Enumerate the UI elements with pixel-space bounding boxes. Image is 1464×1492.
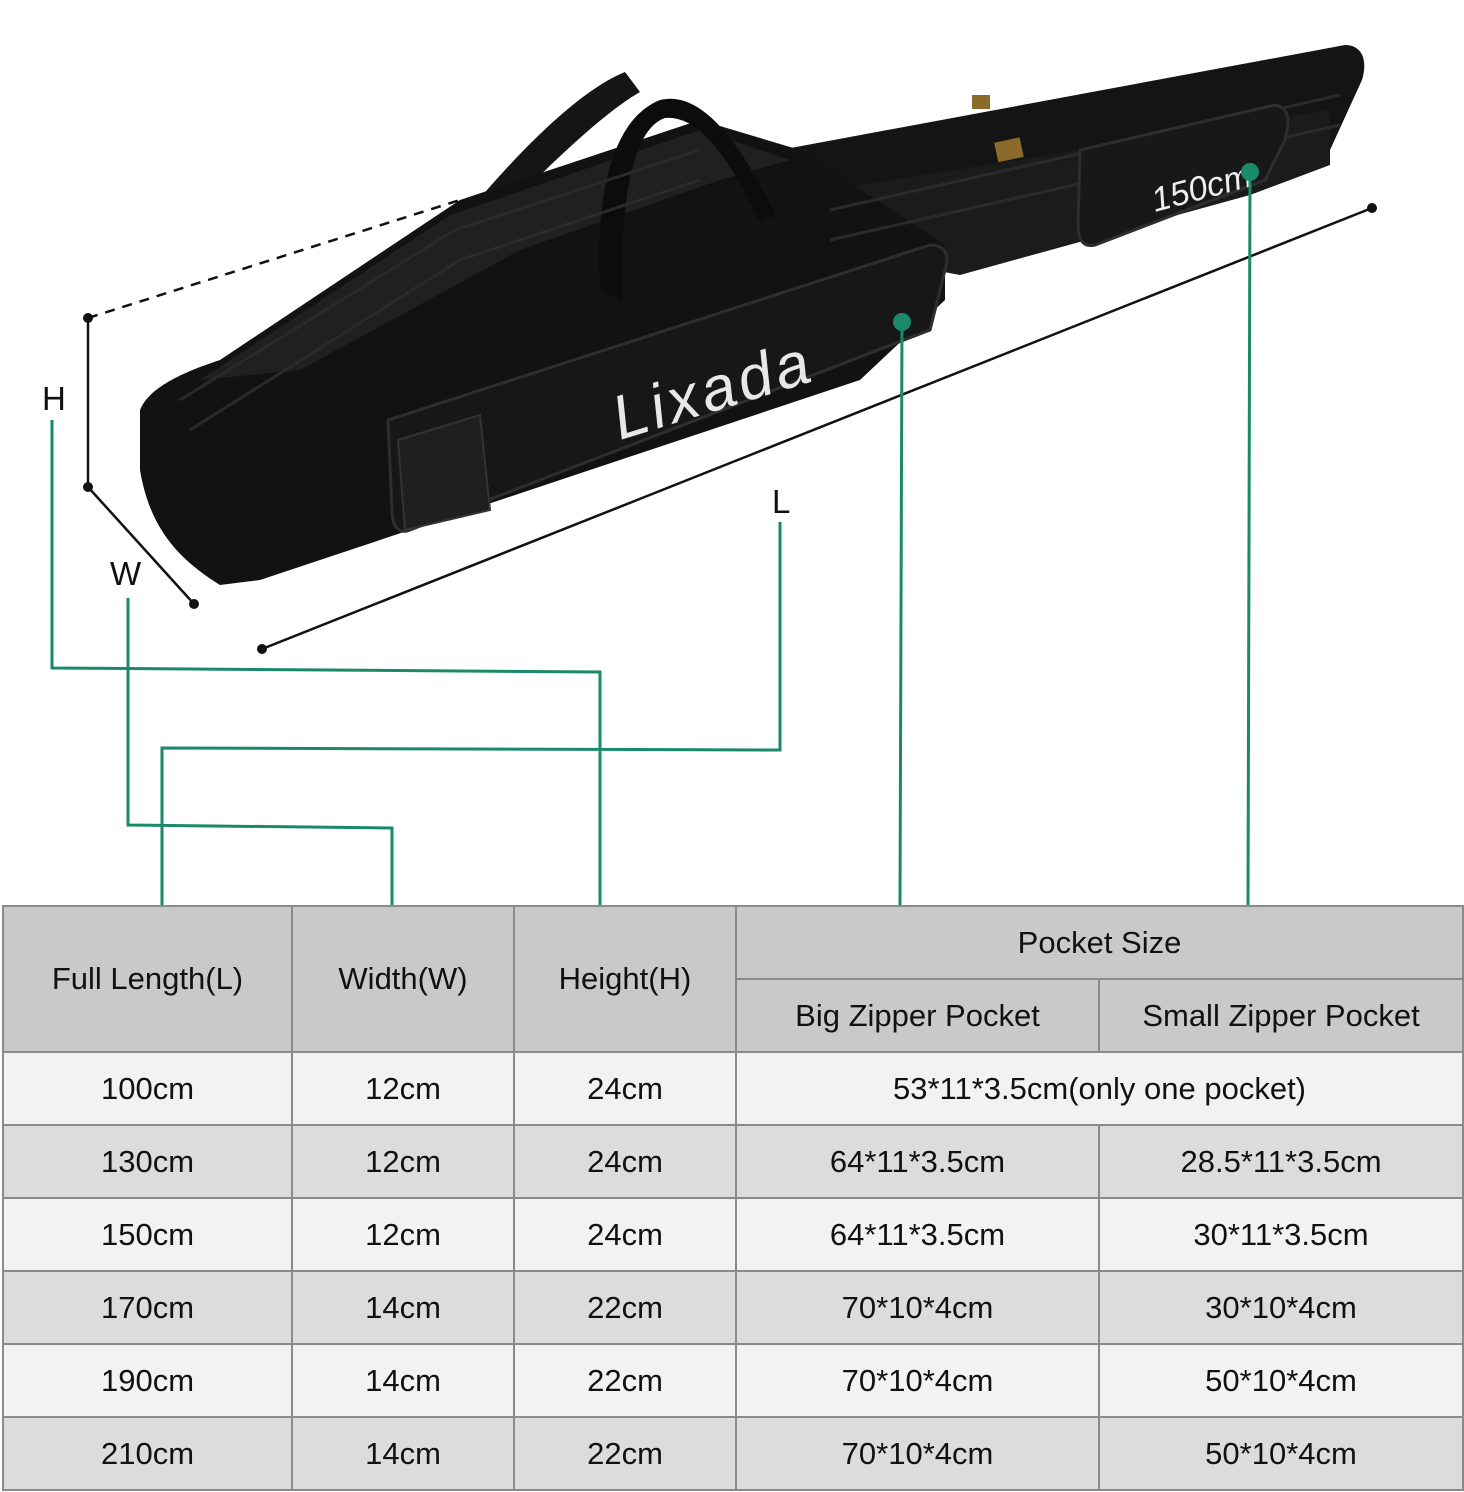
size-table: Full Length(L) Width(W) Height(H) Pocket… — [2, 905, 1464, 1491]
small-zipper-pocket — [1076, 103, 1290, 248]
cell-big-pocket: 70*10*4cm — [735, 1343, 1100, 1418]
small-pocket-marker — [1241, 163, 1259, 181]
product-diagram: Lixada 150cm H W L — [42, 45, 1377, 905]
cell-width: 14cm — [291, 1416, 515, 1491]
cell-small-pocket: 30*10*4cm — [1097, 1270, 1464, 1345]
cell-width: 12cm — [291, 1197, 515, 1272]
table-subheader-row: Big Zipper Pocket Small Zipper Pocket — [3, 978, 1464, 1053]
header-small-pocket: Small Zipper Pocket — [1097, 978, 1464, 1053]
small-pocket-leader — [1246, 171, 1252, 905]
cell-height: 22cm — [513, 1416, 737, 1491]
cell-length: 150cm — [2, 1197, 293, 1272]
shoulder-strap — [470, 72, 640, 215]
table-row: 150cm 12cm 24cm 64*11*3.5cm 30*11*3.5cm — [2, 1197, 1464, 1272]
zipper-pull — [972, 95, 990, 109]
table-row: 130cm 12cm 24cm 64*11*3.5cm 28.5*11*3.5c… — [2, 1124, 1464, 1199]
width-label: W — [110, 555, 142, 592]
cell-big-pocket: 70*10*4cm — [735, 1416, 1100, 1491]
cell-length: 190cm — [2, 1343, 293, 1418]
cell-length: 170cm — [2, 1270, 293, 1345]
leader-lines — [50, 171, 1252, 905]
cell-length: 130cm — [2, 1124, 293, 1199]
length-dimension-line — [261, 206, 1373, 651]
big-pocket-leader — [898, 321, 904, 905]
header-big-pocket: Big Zipper Pocket — [735, 978, 1100, 1053]
cell-small-pocket: 28.5*11*3.5cm — [1097, 1124, 1464, 1199]
big-pocket-marker — [893, 313, 911, 331]
cell-width: 12cm — [291, 1124, 515, 1199]
table-row: 190cm 14cm 22cm 70*10*4cm 50*10*4cm — [2, 1343, 1464, 1418]
mesh-panel — [396, 413, 492, 532]
cell-length: 210cm — [2, 1416, 293, 1491]
cell-width: 12cm — [291, 1051, 515, 1126]
cell-height: 24cm — [513, 1051, 737, 1126]
table-row: 210cm 14cm 22cm 70*10*4cm 50*10*4cm — [2, 1416, 1464, 1491]
table-row: 170cm 14cm 22cm 70*10*4cm 30*10*4cm — [2, 1270, 1464, 1345]
cell-big-pocket: 64*11*3.5cm — [735, 1124, 1100, 1199]
length-leader — [160, 522, 782, 905]
length-label: L — [772, 483, 790, 520]
cell-big-pocket: 70*10*4cm — [735, 1270, 1100, 1345]
header-width: Width(W) — [291, 905, 515, 1053]
cell-height: 24cm — [513, 1197, 737, 1272]
dimension-endpoints — [83, 203, 1377, 654]
dimension-lines — [86, 198, 1373, 651]
zipper-pull — [994, 137, 1024, 163]
cell-length: 100cm — [2, 1051, 293, 1126]
table-header-row: Full Length(L) Width(W) Height(H) Pocket… — [2, 905, 1464, 1053]
carry-handle-front — [599, 98, 775, 300]
width-leader — [126, 598, 394, 905]
cell-width: 14cm — [291, 1270, 515, 1345]
top-dashed-line — [87, 198, 461, 320]
header-pocket-size: Pocket Size — [734, 905, 1464, 980]
bag-top-panel — [200, 130, 790, 380]
cell-small-pocket: 50*10*4cm — [1097, 1416, 1464, 1491]
header-height: Height(H) — [513, 905, 737, 1053]
height-leader — [50, 420, 602, 905]
cell-pocket-merged: 53*11*3.5cm(only one pocket) — [734, 1051, 1464, 1126]
table-row: 100cm 12cm 24cm 53*11*3.5cm(only one poc… — [2, 1051, 1464, 1126]
cell-height: 22cm — [513, 1270, 737, 1345]
bag-main-body — [140, 120, 945, 585]
cell-height: 24cm — [513, 1124, 737, 1199]
height-label: H — [42, 380, 66, 417]
cell-big-pocket: 64*11*3.5cm — [735, 1197, 1100, 1272]
cell-height: 22cm — [513, 1343, 737, 1418]
cell-small-pocket: 30*11*3.5cm — [1097, 1197, 1464, 1272]
cell-width: 14cm — [291, 1343, 515, 1418]
header-full-length: Full Length(L) — [2, 905, 293, 1053]
width-dimension-line — [87, 486, 195, 605]
big-zipper-pocket — [386, 243, 949, 533]
cell-small-pocket: 50*10*4cm — [1097, 1343, 1464, 1418]
fishing-rod-bag: Lixada 150cm — [140, 45, 1365, 585]
